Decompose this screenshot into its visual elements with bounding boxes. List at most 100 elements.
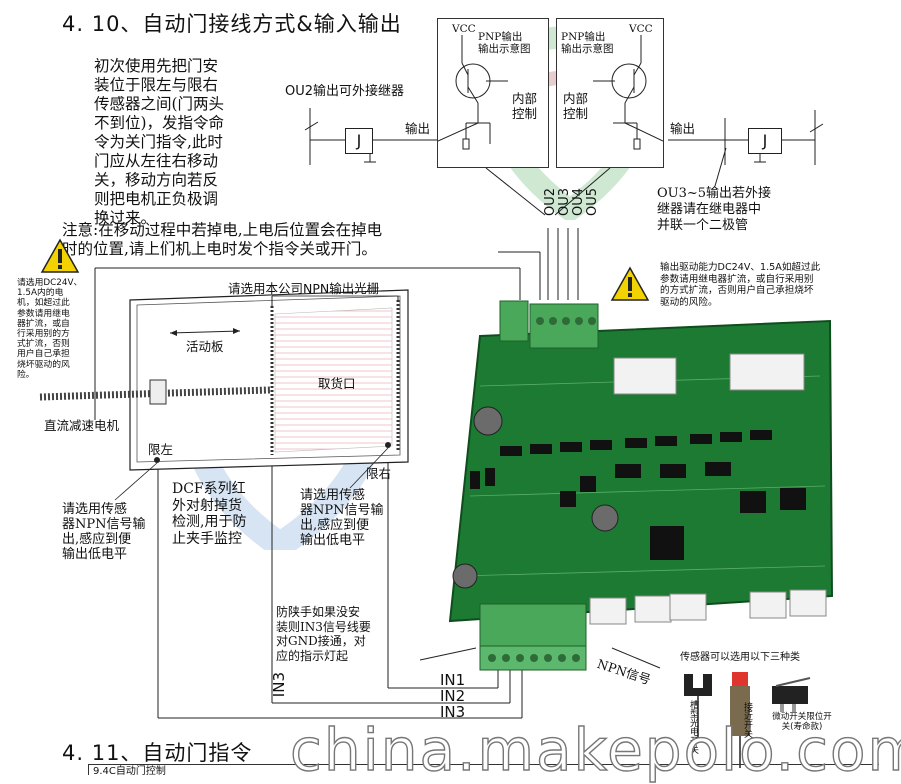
intro-line: 关，移动方向若反 bbox=[94, 171, 219, 189]
in3-vertical-label: IN3 bbox=[270, 672, 288, 698]
vcc-label: VCC bbox=[452, 23, 476, 35]
warning-right-text: 输出驱动能力DC24V、1.5A如超过此 参数请用继电器扩流，或自行采用别 的方… bbox=[660, 262, 900, 308]
warning-line: 请选用DC24V、 bbox=[17, 278, 83, 288]
note-line: 止夹手监控 bbox=[172, 530, 242, 547]
intro-line: 不到位)，发指令命 bbox=[94, 114, 225, 132]
note-line: DCF系列红 bbox=[172, 481, 246, 497]
note-line: 注意:在移动过程中若掉电,上电后位置会在掉电 bbox=[62, 221, 383, 239]
cut-text: 9.4C自动门控制 bbox=[93, 766, 166, 775]
watermark-text: china.makepolo.com bbox=[289, 715, 901, 784]
warning-line: 烧坏驱动的风 bbox=[17, 359, 70, 370]
note-line: 器NPN信号输 bbox=[300, 503, 384, 518]
inner-control-line: 控制 bbox=[563, 106, 589, 121]
warning-line: 用户自己承担 bbox=[17, 349, 70, 360]
pnp-title-line: PNP输出 bbox=[478, 31, 523, 43]
sensor-type-label: 接近开关 bbox=[742, 702, 752, 738]
note-line: 输出低电平 bbox=[300, 533, 366, 548]
intro-line: 装位于限左与限右 bbox=[94, 76, 219, 94]
transistor-icon bbox=[438, 35, 508, 150]
note-line: 出,感应到便 bbox=[62, 532, 132, 547]
warning-line: 险。 bbox=[17, 369, 35, 380]
ou3-note-line: 继器请在继电器中 bbox=[657, 202, 762, 217]
intro-line: 则把电机正负极调 bbox=[94, 190, 219, 208]
warning-line: 参数请用继电器扩流，或自行采用别 bbox=[660, 273, 814, 285]
relay-left: J bbox=[345, 128, 373, 154]
note-paragraph: 注意:在移动过程中若掉电,上电后位置会在掉电 时的位置,请上们机上电时发个指令关… bbox=[62, 221, 512, 259]
warning-line: 行采用别的方 bbox=[17, 329, 70, 340]
warning-line: 机，如超过此 bbox=[17, 298, 70, 309]
pnp-title-line: 输出示意图 bbox=[561, 43, 614, 55]
warning-line: 1.5A内的电 bbox=[17, 288, 64, 299]
note-line: 检测,用于防 bbox=[172, 514, 247, 530]
table-top-edge: 9.4C自动门控制 bbox=[88, 764, 879, 775]
pnp-title: PNP输出 输出示意图 bbox=[478, 31, 548, 55]
transistor-icon bbox=[593, 35, 663, 150]
intro-line: 门应从左往右移动 bbox=[94, 152, 219, 170]
proximity-switch-icon bbox=[730, 672, 750, 768]
warning-line: 的方式扩流，否则用户自己承担烧坏 bbox=[660, 285, 814, 296]
note-line: 对GND接通，对 bbox=[276, 634, 366, 648]
motor-label: 直流减速电机 bbox=[44, 418, 120, 433]
vcc-label: VCC bbox=[629, 23, 653, 35]
inner-control-label: 内部 控制 bbox=[512, 91, 537, 121]
intro-paragraph: 初次使用先把门安 装位于限左与限右 传感器之间(门两头 不到位)，发指令命 令为… bbox=[94, 57, 284, 228]
npn-grating-label: 请选用本公司NPN输出光栅 bbox=[228, 281, 380, 296]
output-label-right: 输出 bbox=[670, 121, 696, 136]
pnp-title: PNP输出 输出示意图 bbox=[561, 31, 631, 55]
warning-left-text: 请选用DC24V、 1.5A内的电 机，如超过此 参数请用继电 器扩流，或自 行… bbox=[17, 278, 95, 380]
warning-line: 驱动的风险。 bbox=[660, 296, 718, 308]
ou2-label: OU2输出可外接继器 bbox=[285, 84, 405, 99]
slot-sensor-icon bbox=[684, 674, 712, 738]
note-line: 装则IN3信号线要 bbox=[276, 619, 371, 634]
anti-pinch-note: 防陕手如果没安 装则IN3信号线要 对GND接通，对 应的指示灯起 bbox=[276, 605, 371, 663]
sensor-left-note: 请选用传感 器NPN信号输 出,感应到便 输出低电平 bbox=[62, 502, 146, 562]
warning-line: 器扩流，或自 bbox=[17, 318, 70, 329]
inner-control-line: 控制 bbox=[512, 106, 538, 121]
pnp-diagram-right: VCC PNP输出 输出示意图 内部 控制 bbox=[556, 18, 664, 168]
input-terminal-block bbox=[479, 603, 587, 671]
warning-line: 输出驱动能力DC24V、1.5A如超过此 bbox=[660, 262, 821, 273]
warning-icon bbox=[40, 238, 80, 273]
note-line: 输出低电平 bbox=[62, 547, 128, 562]
note-line: 器NPN信号输 bbox=[62, 517, 146, 532]
sensor-options-title: 传感器可以选用以下三种类 bbox=[680, 652, 800, 663]
ou3-note-line: OU3~5输出若外接 bbox=[657, 186, 772, 201]
pickup-label: 取货口 bbox=[318, 376, 356, 391]
pnp-title-line: 输出示意图 bbox=[478, 43, 531, 55]
warning-line: 参数请用继电 bbox=[17, 308, 70, 319]
sensor-type-label: 微动开关限位开关(寿命款) bbox=[772, 712, 832, 733]
sensor-right-note: 请选用传感 器NPN信号输 出,感应到便 输出低电平 bbox=[300, 488, 384, 548]
limit-right-label: 限右 bbox=[366, 466, 392, 481]
micro-switch-icon bbox=[772, 677, 811, 712]
ou3-note-line: 并联一个二极管 bbox=[657, 218, 749, 233]
note-line: 时的位置,请上们机上电时发个指令关或开门。 bbox=[62, 240, 377, 258]
note-line: 外对射掉货 bbox=[172, 497, 242, 514]
sensor-type-label: 槽型光电开关 bbox=[688, 700, 698, 754]
in-label: IN2 bbox=[440, 687, 466, 705]
ou3-note: OU3~5输出若外接 继器请在继电器中 并联一个二极管 bbox=[657, 186, 807, 234]
in-label: IN1 bbox=[440, 671, 466, 689]
note-line: 请选用传感 bbox=[62, 502, 128, 517]
note-line: 应的指示灯起 bbox=[276, 648, 349, 663]
dcf-note: DCF系列红 外对射掉货 检测,用于防 止夹手监控 bbox=[172, 481, 246, 547]
controller-board bbox=[448, 300, 834, 625]
limit-left-label: 限左 bbox=[148, 442, 174, 457]
intro-line: 换过来。 bbox=[94, 209, 157, 227]
section-title: 4. 10、自动门接线方式&输入输出 bbox=[62, 12, 402, 36]
output-label-left: 输出 bbox=[405, 121, 431, 136]
moving-plate-label: 活动板 bbox=[186, 339, 224, 354]
intro-line: 令为关门指令,此时 bbox=[94, 133, 223, 151]
intro-line: 传感器之间(门两头 bbox=[94, 95, 225, 113]
relay-right: J bbox=[748, 128, 782, 154]
inner-control-line: 内部 bbox=[563, 91, 589, 106]
note-line: 请选用传感 bbox=[300, 488, 366, 503]
inner-control-line: 内部 bbox=[512, 91, 538, 106]
section-title: 4. 11、自动门指令 bbox=[62, 741, 253, 765]
intro-line: 初次使用先把门安 bbox=[94, 57, 219, 75]
pnp-diagram-left: VCC PNP输出 输出示意图 内部 控制 bbox=[437, 18, 549, 168]
inner-control-label: 内部 控制 bbox=[563, 91, 588, 121]
note-line: 防陕手如果没安 bbox=[276, 605, 361, 619]
note-line: 出,感应到便 bbox=[300, 518, 370, 533]
